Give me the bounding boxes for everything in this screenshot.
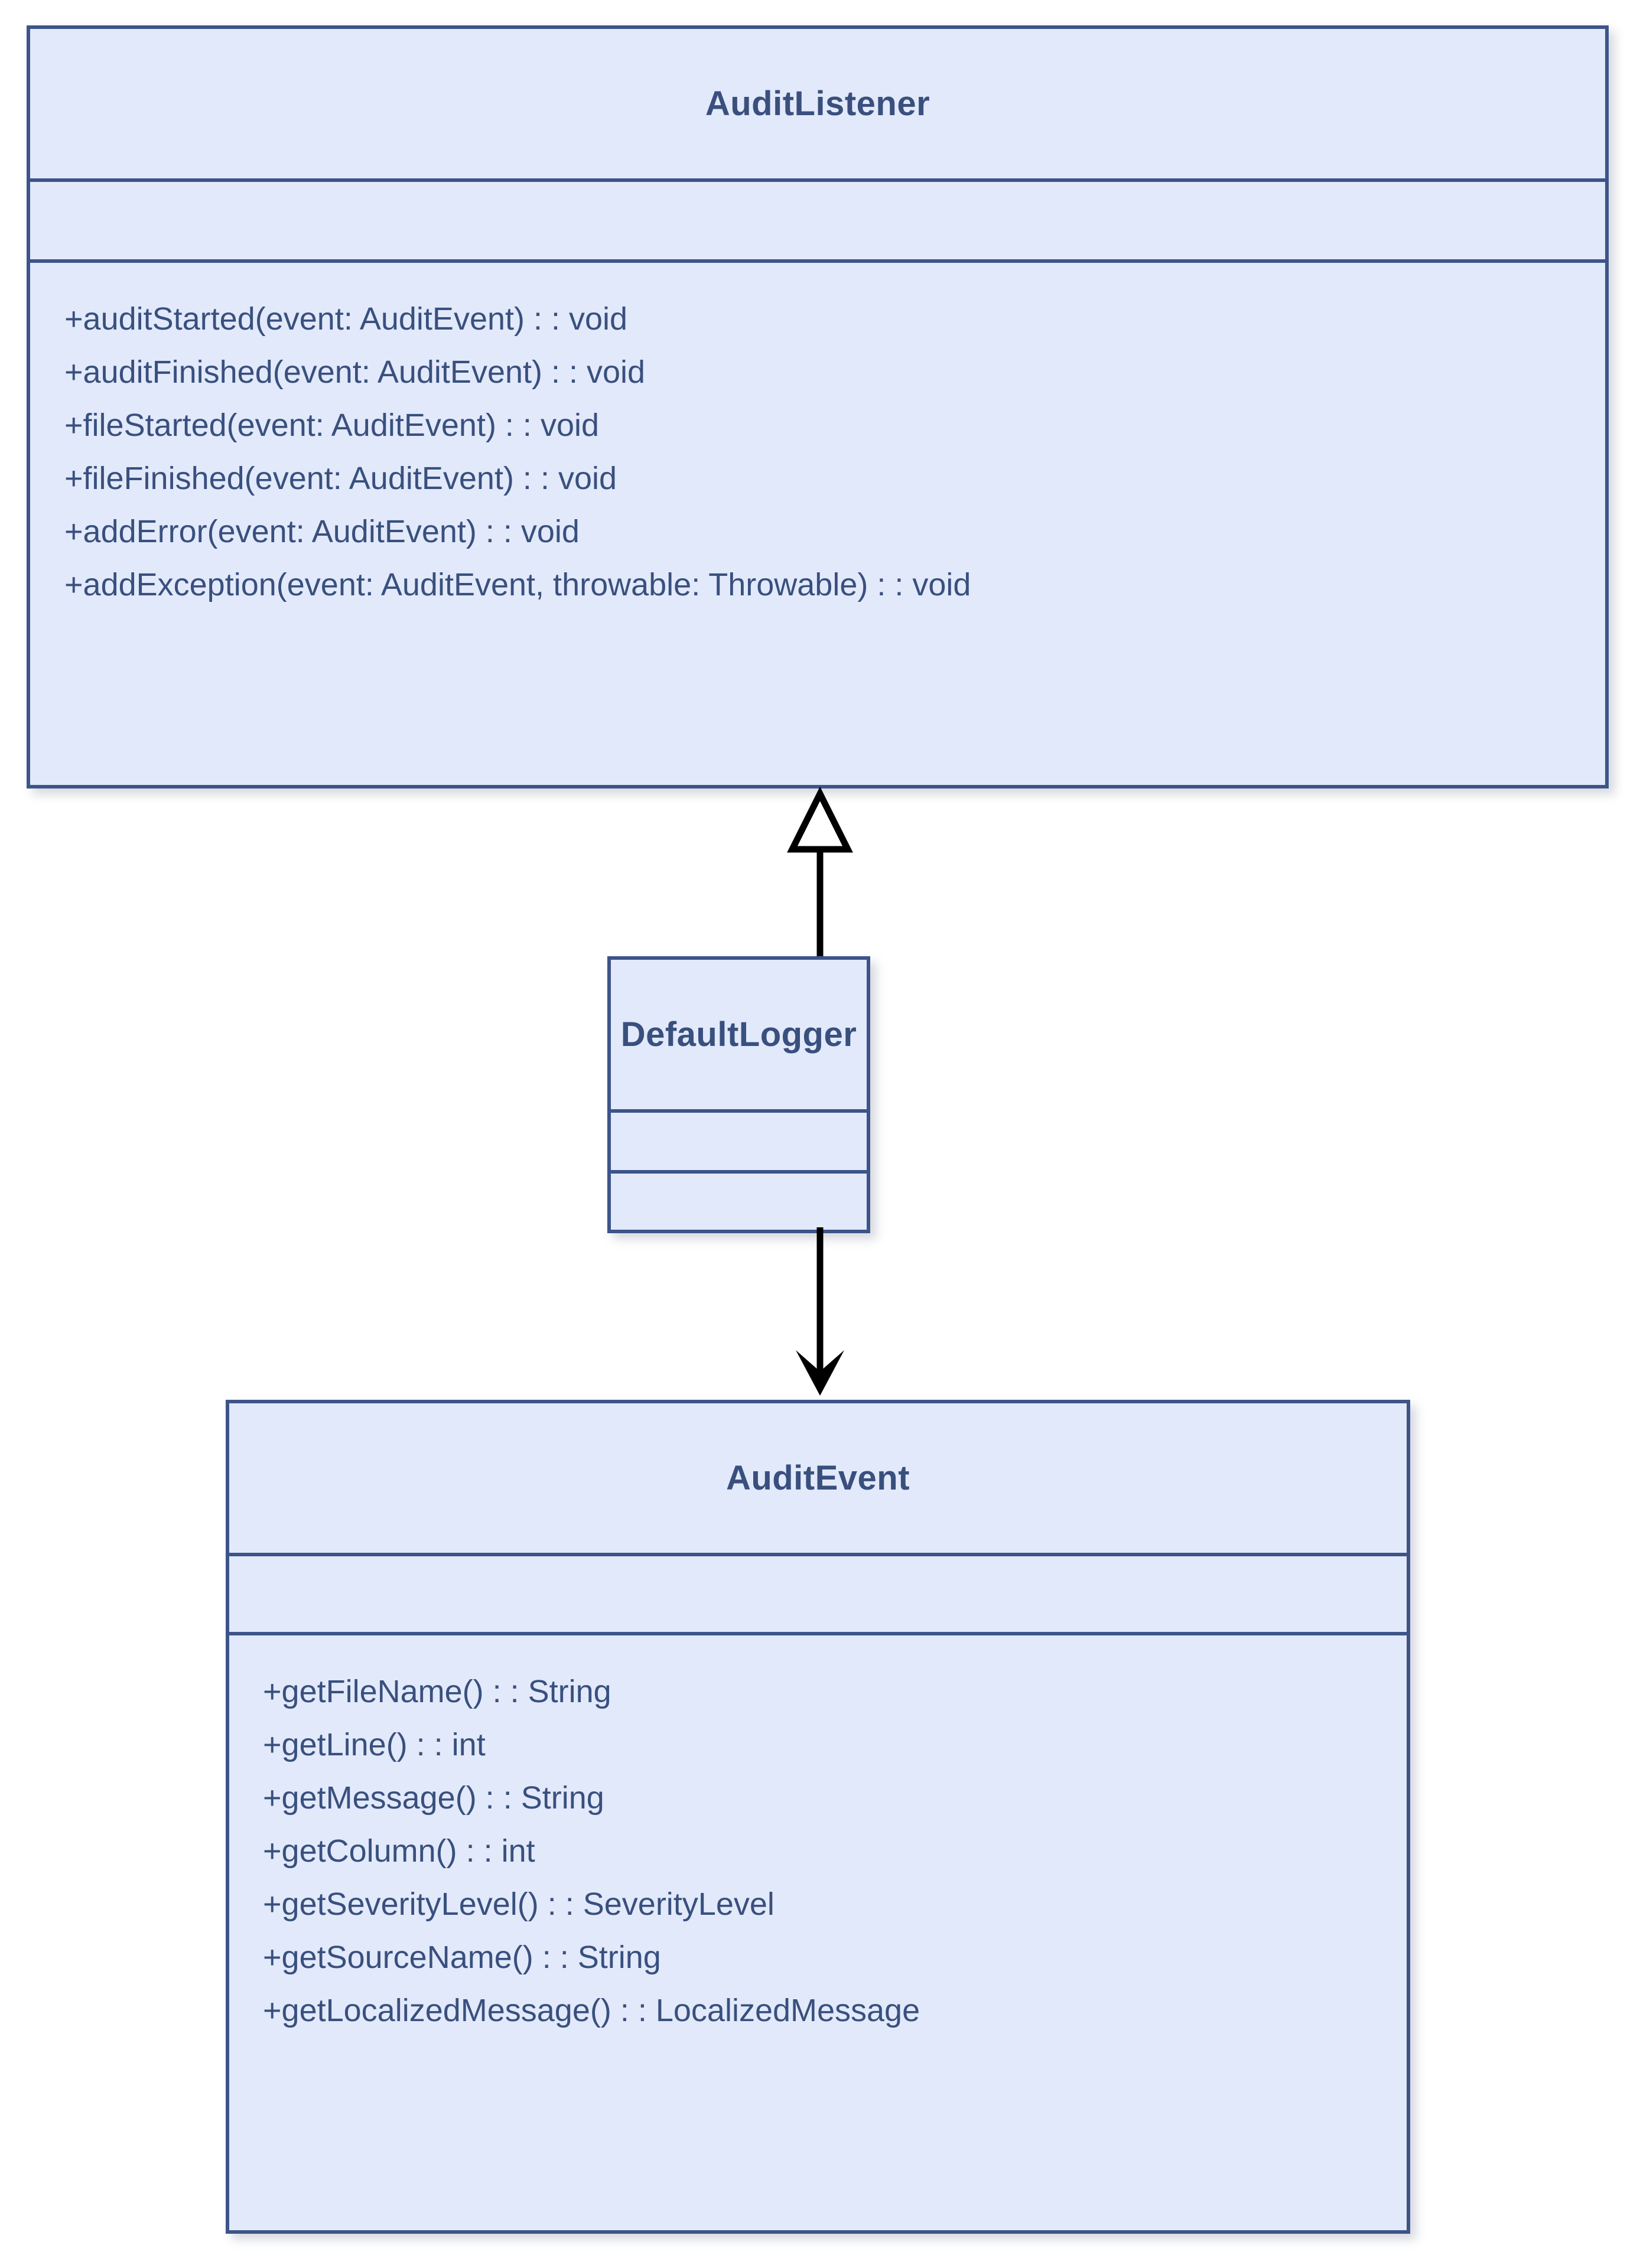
class-attributes-compartment-audit-listener — [30, 182, 1605, 263]
class-method: +fileFinished(event: AuditEvent) : : voi… — [64, 461, 617, 496]
class-method: +getFileName() : : String — [263, 1674, 611, 1709]
class-method: +addException(event: AuditEvent, throwab… — [64, 567, 971, 602]
class-method: +fileStarted(event: AuditEvent) : : void — [64, 408, 600, 443]
class-attributes-compartment-audit-event — [229, 1556, 1407, 1635]
class-method: +getLocalizedMessage() : : LocalizedMess… — [263, 1993, 920, 2028]
class-method: +getLine() : : int — [263, 1727, 486, 1762]
class-title-compartment-audit-listener: AuditListener — [30, 29, 1605, 182]
class-box-audit-event[interactable]: AuditEvent +getFileName() : : String +ge… — [226, 1400, 1410, 2234]
class-methods-compartment-default-logger — [611, 1174, 867, 1230]
class-method: +getColumn() : : int — [263, 1833, 535, 1869]
class-title-compartment-default-logger: DefaultLogger — [611, 960, 867, 1113]
association-arrow-default-logger-to-audit-event — [796, 1227, 844, 1396]
class-methods-compartment-audit-listener: +auditStarted(event: AuditEvent) : : voi… — [30, 263, 1605, 785]
class-methods-compartment-audit-event: +getFileName() : : String +getLine() : :… — [229, 1635, 1407, 2230]
class-method: +addError(event: AuditEvent) : : void — [64, 514, 580, 549]
solid-arrowhead-icon — [796, 1350, 844, 1396]
class-method: +auditStarted(event: AuditEvent) : : voi… — [64, 301, 628, 337]
class-method: +getSourceName() : : String — [263, 1940, 661, 1975]
class-box-default-logger[interactable]: DefaultLogger — [607, 956, 870, 1233]
class-method: +auditFinished(event: AuditEvent) : : vo… — [64, 354, 646, 390]
class-method: +getSeverityLevel() : : SeverityLevel — [263, 1886, 775, 1922]
hollow-triangle-arrowhead-icon — [787, 786, 853, 853]
generalization-arrow-default-logger-to-audit-listener — [787, 786, 853, 975]
class-name-default-logger: DefaultLogger — [620, 1015, 857, 1054]
class-box-audit-listener[interactable]: AuditListener +auditStarted(event: Audit… — [27, 25, 1609, 788]
class-name-audit-event: AuditEvent — [725, 1459, 910, 1497]
class-title-compartment-audit-event: AuditEvent — [229, 1403, 1407, 1556]
class-method: +getMessage() : : String — [263, 1780, 604, 1816]
class-name-audit-listener: AuditListener — [705, 84, 930, 123]
class-attributes-compartment-default-logger — [611, 1113, 867, 1174]
